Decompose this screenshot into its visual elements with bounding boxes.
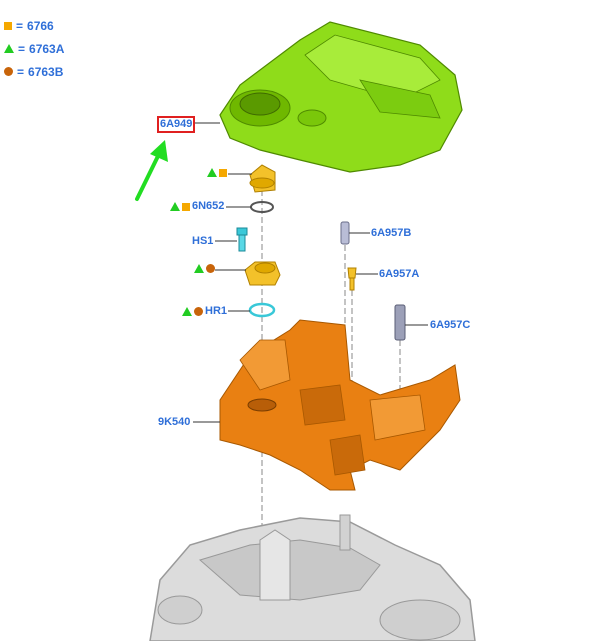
callout-label: HR1 <box>205 305 228 317</box>
callout-cap-symbols <box>207 168 227 177</box>
callout-ring[interactable]: HR1 <box>182 305 227 318</box>
stud-6a957c <box>394 304 406 341</box>
stud-6a957a <box>347 267 357 291</box>
square-icon <box>219 168 227 177</box>
callout-neck-symbols <box>194 264 215 273</box>
leader-lines <box>193 122 428 423</box>
legend: = 6766 = 6763A = 6763B <box>4 14 64 83</box>
callout-label: 6N652 <box>192 200 225 212</box>
callout-label: 6A957A <box>379 268 420 280</box>
square-icon <box>182 202 190 211</box>
callout-bracket[interactable]: 9K540 <box>158 416 190 429</box>
callout-label: 6A957B <box>371 227 412 239</box>
callout-stud-a[interactable]: 6A957A <box>379 268 419 281</box>
engine-block <box>149 514 476 641</box>
stud-6a957b <box>340 221 350 245</box>
circle-icon <box>4 67 13 76</box>
callout-bolt[interactable]: HS1 <box>192 235 213 248</box>
triangle-icon <box>207 168 217 177</box>
triangle-icon <box>194 264 204 273</box>
oil-filler-cap <box>249 164 276 193</box>
triangle-icon <box>170 202 180 211</box>
callout-label: 6A957C <box>430 319 471 331</box>
legend-row-6766: = 6766 <box>4 14 64 37</box>
callout-cover[interactable]: 6A949 <box>157 116 196 133</box>
legend-label: 6763A <box>29 41 65 56</box>
circle-icon <box>206 264 215 273</box>
bracket <box>219 319 461 491</box>
filler-neck <box>244 261 281 286</box>
triangle-icon <box>4 44 14 53</box>
legend-row-6763b: = 6763B <box>4 60 64 83</box>
legend-row-6763a: = 6763A <box>4 37 64 60</box>
circle-icon <box>194 307 203 316</box>
legend-label: 6763B <box>28 64 64 79</box>
triangle-icon <box>182 307 192 316</box>
engine-cover <box>219 21 463 173</box>
legend-label: 6766 <box>27 18 54 33</box>
seal-ring <box>248 302 276 318</box>
callout-stud-c[interactable]: 6A957C <box>430 319 470 332</box>
callout-label: HS1 <box>192 235 214 247</box>
bolt <box>236 227 248 252</box>
square-icon <box>4 21 12 30</box>
callout-stud-b[interactable]: 6A957B <box>371 227 411 240</box>
arrow-icon <box>135 140 168 201</box>
callout-label-highlighted: 6A949 <box>157 116 196 133</box>
callout-label: 9K540 <box>158 416 191 428</box>
callout-cap[interactable]: 6N652 <box>170 200 224 213</box>
